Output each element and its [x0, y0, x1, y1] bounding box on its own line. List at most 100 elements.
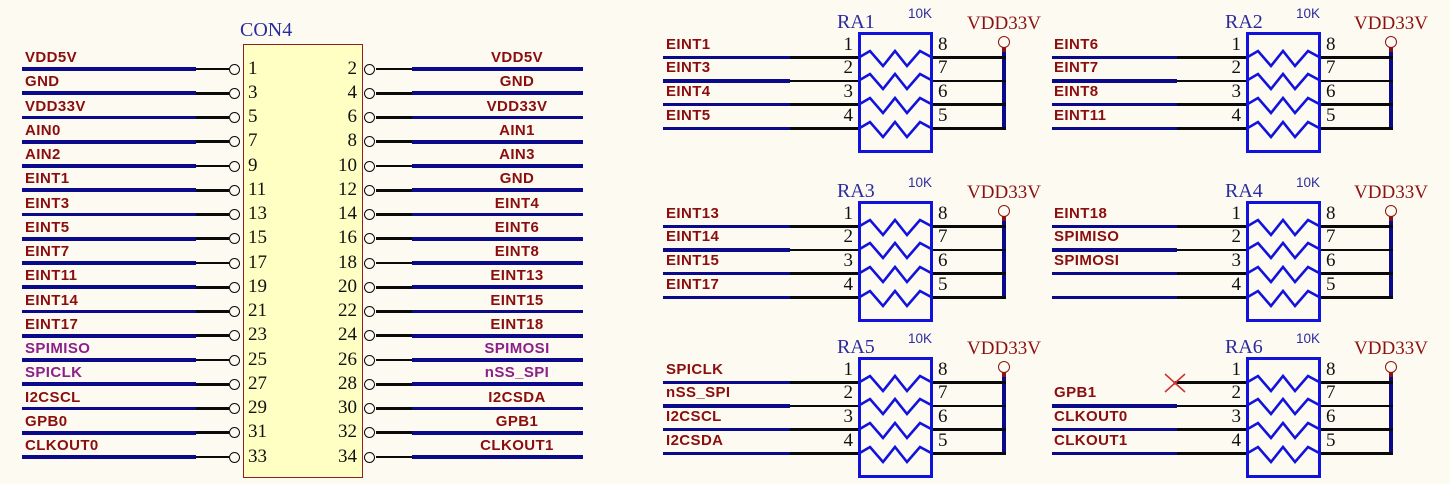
net-wire[interactable]: [663, 126, 790, 131]
resistor-array-value[interactable]: 10K: [1296, 6, 1321, 21]
net-wire[interactable]: [663, 55, 790, 60]
resistor-array-value[interactable]: 10K: [908, 175, 933, 190]
power-rail-wire[interactable]: [1389, 221, 1393, 300]
net-label[interactable]: EINT18: [490, 315, 544, 333]
power-net-label[interactable]: VDD33V: [967, 13, 1041, 34]
net-wire[interactable]: [412, 406, 583, 411]
net-wire[interactable]: [663, 79, 790, 83]
net-wire[interactable]: [22, 406, 196, 411]
net-label[interactable]: EINT7: [1054, 59, 1099, 76]
net-label[interactable]: VDD33V: [25, 97, 86, 115]
net-label[interactable]: EINT5: [666, 106, 711, 124]
net-wire[interactable]: [412, 261, 583, 265]
net-wire[interactable]: [1052, 295, 1177, 300]
connector-body[interactable]: [243, 44, 363, 478]
net-wire[interactable]: [663, 102, 790, 107]
net-wire[interactable]: [412, 91, 583, 96]
net-label[interactable]: EINT3: [25, 194, 70, 212]
net-label[interactable]: GPB1: [1054, 384, 1097, 401]
net-wire[interactable]: [1052, 427, 1177, 432]
resistor-array-designator[interactable]: RA5: [837, 336, 875, 358]
net-wire[interactable]: [412, 164, 583, 168]
resistor-array-value[interactable]: 10K: [1296, 331, 1321, 346]
power-rail-wire[interactable]: [1002, 52, 1006, 131]
net-label[interactable]: EINT14: [25, 291, 79, 309]
net-label[interactable]: CLKOUT0: [1054, 407, 1128, 425]
net-label[interactable]: EINT14: [666, 228, 720, 245]
net-wire[interactable]: [22, 309, 196, 314]
net-wire[interactable]: [412, 430, 583, 435]
net-wire[interactable]: [22, 139, 196, 144]
net-label[interactable]: SPIMISO: [25, 340, 91, 357]
no-connect-icon[interactable]: [1164, 372, 1186, 393]
net-label[interactable]: EINT18: [1054, 204, 1108, 222]
net-label[interactable]: SPIMOSI: [484, 340, 550, 357]
net-label[interactable]: SPICLK: [25, 364, 83, 382]
net-wire[interactable]: [1052, 271, 1177, 276]
net-label[interactable]: GPB1: [495, 412, 539, 430]
net-label[interactable]: SPIMOSI: [1054, 251, 1120, 269]
net-wire[interactable]: [412, 139, 583, 144]
net-wire[interactable]: [22, 285, 196, 290]
resistor-array-value[interactable]: 10K: [908, 6, 933, 21]
net-label[interactable]: CLKOUT0: [25, 437, 99, 454]
resistor-array-body[interactable]: [858, 201, 933, 322]
connector-designator[interactable]: CON4: [240, 19, 293, 41]
net-wire[interactable]: [22, 91, 196, 96]
net-label[interactable]: AIN2: [25, 146, 61, 163]
net-label[interactable]: VDD5V: [490, 49, 544, 66]
net-label[interactable]: I2CSCL: [666, 407, 722, 425]
resistor-array-designator[interactable]: RA1: [837, 11, 875, 33]
net-wire[interactable]: [1052, 102, 1177, 107]
net-label[interactable]: EINT1: [666, 35, 711, 53]
resistor-array-value[interactable]: 10K: [1296, 175, 1321, 190]
net-label[interactable]: EINT4: [666, 82, 711, 100]
net-label[interactable]: EINT11: [1054, 106, 1107, 124]
net-wire[interactable]: [412, 188, 583, 193]
net-label[interactable]: EINT17: [666, 275, 720, 293]
net-wire[interactable]: [1052, 451, 1177, 456]
net-label[interactable]: EINT6: [494, 218, 540, 236]
power-rail-wire[interactable]: [1002, 221, 1006, 300]
net-wire[interactable]: [663, 271, 790, 276]
net-wire[interactable]: [22, 333, 196, 338]
power-net-label[interactable]: VDD33V: [1354, 182, 1428, 203]
net-wire[interactable]: [663, 380, 790, 385]
net-wire[interactable]: [412, 212, 583, 217]
resistor-array-body[interactable]: [1246, 201, 1321, 322]
net-wire[interactable]: [663, 248, 790, 252]
net-wire[interactable]: [22, 67, 196, 71]
net-label[interactable]: GND: [25, 73, 60, 91]
net-wire[interactable]: [22, 212, 196, 217]
net-label[interactable]: EINT7: [25, 243, 70, 260]
resistor-array-body[interactable]: [1246, 357, 1321, 478]
net-label[interactable]: VDD5V: [25, 49, 78, 66]
power-net-label[interactable]: VDD33V: [967, 338, 1041, 359]
net-wire[interactable]: [22, 261, 196, 265]
net-wire[interactable]: [1052, 79, 1177, 83]
net-wire[interactable]: [1052, 248, 1177, 252]
net-label[interactable]: nSS_SPI: [666, 384, 731, 401]
net-wire[interactable]: [1052, 55, 1177, 60]
net-wire[interactable]: [412, 358, 583, 362]
resistor-array-body[interactable]: [1246, 32, 1321, 153]
net-label[interactable]: AIN0: [25, 121, 61, 139]
net-wire[interactable]: [412, 333, 583, 338]
net-label[interactable]: I2CSDA: [666, 431, 724, 449]
net-label[interactable]: EINT8: [494, 243, 540, 260]
net-wire[interactable]: [22, 430, 196, 435]
net-label[interactable]: EINT6: [1054, 35, 1099, 53]
net-wire[interactable]: [412, 309, 583, 314]
power-net-label[interactable]: VDD33V: [967, 182, 1041, 203]
power-net-label[interactable]: VDD33V: [1354, 13, 1428, 34]
net-label[interactable]: EINT15: [490, 291, 544, 309]
net-wire[interactable]: [412, 455, 583, 459]
net-wire[interactable]: [22, 115, 196, 120]
net-label[interactable]: GND: [499, 73, 535, 91]
resistor-array-designator[interactable]: RA3: [837, 180, 875, 202]
net-label[interactable]: SPIMISO: [1054, 228, 1120, 245]
net-wire[interactable]: [663, 427, 790, 432]
resistor-array-value[interactable]: 10K: [908, 331, 933, 346]
net-wire[interactable]: [412, 115, 583, 120]
net-label[interactable]: I2CSDA: [488, 388, 546, 406]
